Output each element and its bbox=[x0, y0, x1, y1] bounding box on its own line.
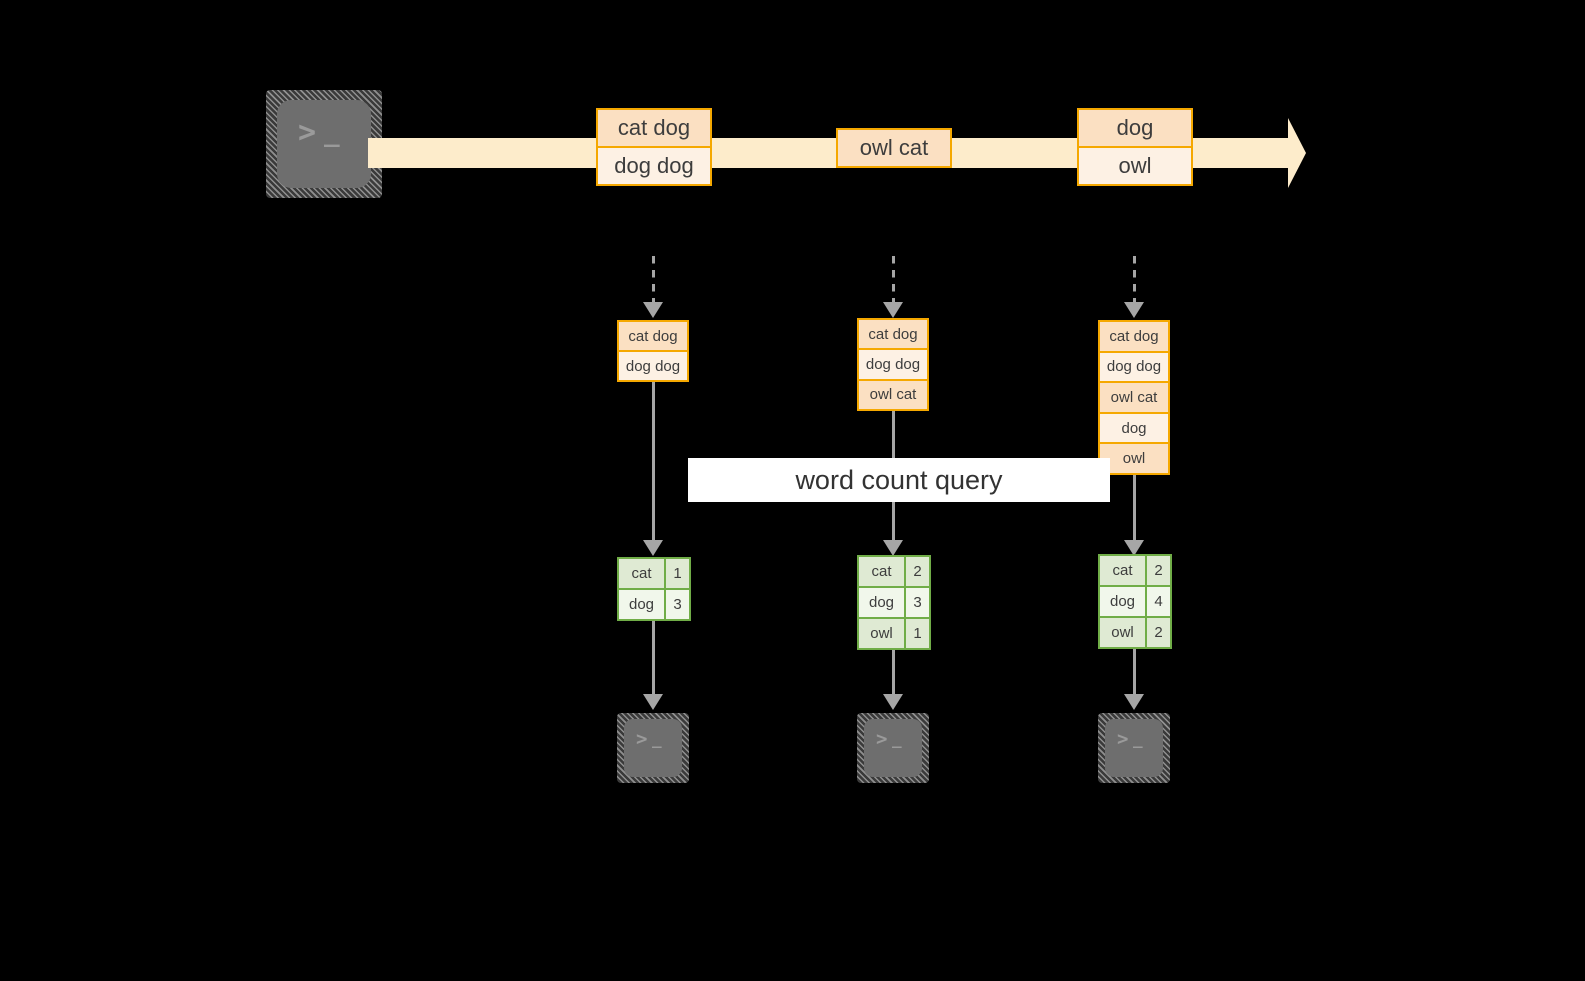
terminal-body bbox=[864, 719, 922, 777]
table-row: dog 3 bbox=[859, 586, 929, 617]
terminal-body bbox=[277, 100, 371, 188]
terminal-prompt-glyph: > bbox=[298, 115, 318, 150]
table-row: cat 2 bbox=[1100, 556, 1170, 585]
record-cell: owl bbox=[1100, 442, 1168, 473]
stream-to-accumulated-connector-3 bbox=[1133, 256, 1136, 312]
record-cell: cat dog bbox=[859, 320, 927, 349]
result-value: 1 bbox=[664, 559, 689, 588]
result-value: 2 bbox=[1145, 556, 1170, 585]
sink-terminal-icon-3: > _ bbox=[1098, 713, 1170, 783]
terminal-body bbox=[624, 719, 682, 777]
result-table-1: cat 1 dog 3 bbox=[617, 557, 691, 621]
accumulated-to-result-arrowhead-1 bbox=[643, 540, 663, 556]
result-key: dog bbox=[619, 590, 664, 619]
accumulated-stack-1: cat dog dog dog bbox=[617, 320, 689, 382]
terminal-cursor-glyph: _ bbox=[1133, 729, 1144, 748]
record-cell: cat dog bbox=[598, 110, 710, 146]
source-terminal-icon: > _ bbox=[266, 90, 382, 198]
table-row: cat 2 bbox=[859, 557, 929, 586]
accumulated-to-result-connector-3 bbox=[1133, 475, 1136, 547]
terminal-prompt-glyph: > bbox=[1117, 728, 1130, 750]
table-row: dog 3 bbox=[619, 588, 689, 619]
result-table-3: cat 2 dog 4 owl 2 bbox=[1098, 554, 1172, 649]
result-to-sink-connector-3 bbox=[1133, 649, 1136, 699]
stream-to-accumulated-arrowhead-2 bbox=[883, 302, 903, 318]
sink-terminal-icon-1: > _ bbox=[617, 713, 689, 783]
stream-to-accumulated-connector-2 bbox=[892, 256, 895, 312]
stream-to-accumulated-connector-1 bbox=[652, 256, 655, 312]
record-cell: cat dog bbox=[1100, 322, 1168, 351]
accumulated-stack-2: cat dog dog dog owl cat bbox=[857, 318, 929, 411]
result-value: 2 bbox=[1145, 618, 1170, 647]
record-cell: dog dog bbox=[598, 146, 710, 184]
record-cell: dog dog bbox=[619, 350, 687, 380]
stream-to-accumulated-arrowhead-3 bbox=[1124, 302, 1144, 318]
stream-to-accumulated-arrowhead-1 bbox=[643, 302, 663, 318]
record-cell: cat dog bbox=[619, 322, 687, 350]
terminal-prompt-glyph: > bbox=[636, 728, 649, 750]
terminal-cursor-glyph: _ bbox=[892, 729, 903, 748]
record-cell: dog dog bbox=[859, 348, 927, 379]
result-key: cat bbox=[859, 557, 904, 586]
accumulated-to-result-arrowhead-3 bbox=[1124, 540, 1144, 556]
record-cell: owl cat bbox=[838, 130, 950, 166]
record-cell: owl bbox=[1079, 146, 1191, 184]
sink-terminal-icon-2: > _ bbox=[857, 713, 929, 783]
table-row: dog 4 bbox=[1100, 585, 1170, 616]
result-to-sink-arrowhead-1 bbox=[643, 694, 663, 710]
result-value: 1 bbox=[904, 619, 929, 648]
terminal-cursor-glyph: _ bbox=[324, 118, 341, 148]
table-row: cat 1 bbox=[619, 559, 689, 588]
result-to-sink-connector-1 bbox=[652, 621, 655, 699]
record-cell: owl cat bbox=[1100, 381, 1168, 412]
accumulated-to-result-arrowhead-2 bbox=[883, 540, 903, 556]
stream-arrow-head bbox=[1288, 118, 1306, 188]
result-key: owl bbox=[1100, 618, 1145, 647]
terminal-prompt-glyph: > bbox=[876, 728, 889, 750]
result-to-sink-arrowhead-2 bbox=[883, 694, 903, 710]
record-cell: owl cat bbox=[859, 378, 927, 409]
stream-batch-1: cat dog dog dog bbox=[596, 108, 712, 186]
record-cell: dog dog bbox=[1100, 350, 1168, 382]
result-value: 4 bbox=[1145, 587, 1170, 616]
record-cell: dog bbox=[1079, 110, 1191, 146]
result-key: cat bbox=[619, 559, 664, 588]
result-value: 3 bbox=[904, 588, 929, 617]
terminal-cursor-glyph: _ bbox=[652, 729, 663, 748]
result-value: 2 bbox=[904, 557, 929, 586]
result-key: dog bbox=[1100, 587, 1145, 616]
result-to-sink-connector-2 bbox=[892, 650, 895, 699]
result-value: 3 bbox=[664, 590, 689, 619]
record-cell: dog bbox=[1100, 411, 1168, 443]
result-key: cat bbox=[1100, 556, 1145, 585]
result-key: owl bbox=[859, 619, 904, 648]
table-row: owl 2 bbox=[1100, 616, 1170, 647]
accumulated-stack-3: cat dog dog dog owl cat dog owl bbox=[1098, 320, 1170, 475]
table-row: owl 1 bbox=[859, 617, 929, 648]
result-table-2: cat 2 dog 3 owl 1 bbox=[857, 555, 931, 650]
terminal-body bbox=[1105, 719, 1163, 777]
stream-batch-2: owl cat bbox=[836, 128, 952, 168]
accumulated-to-result-connector-1 bbox=[652, 382, 655, 547]
stream-batch-3: dog owl bbox=[1077, 108, 1193, 186]
result-to-sink-arrowhead-3 bbox=[1124, 694, 1144, 710]
result-key: dog bbox=[859, 588, 904, 617]
query-label: word count query bbox=[688, 458, 1110, 502]
